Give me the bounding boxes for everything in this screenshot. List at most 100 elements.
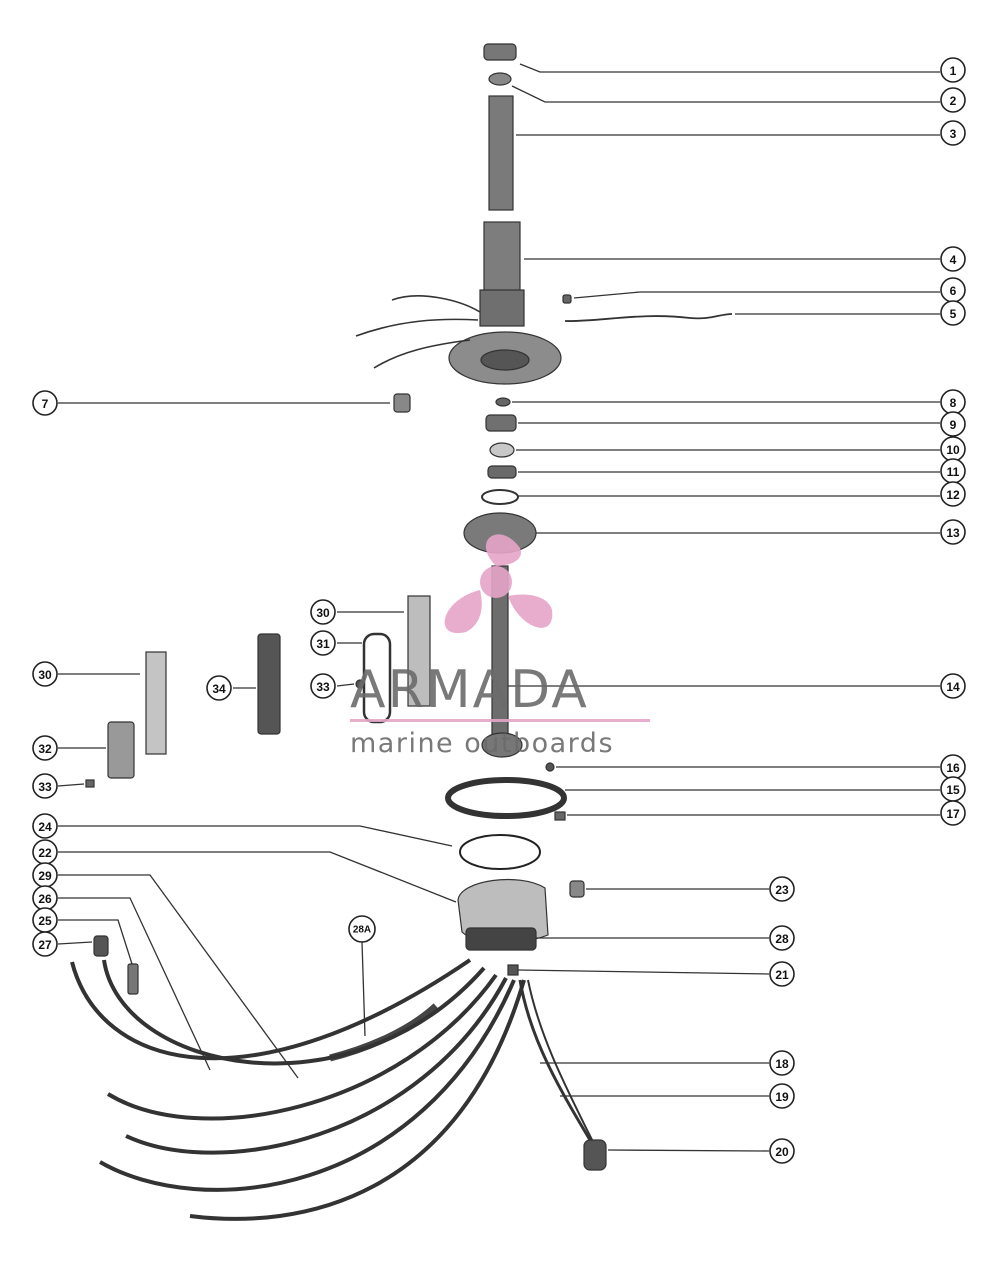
part-28-tower-boots: [465, 927, 537, 951]
part-25-spark-plug: [127, 963, 139, 995]
callout-number: 17: [946, 807, 960, 821]
callout-circle: [769, 876, 795, 902]
part-27-terminal: [93, 935, 109, 957]
part-30-brush-block-upper: [407, 595, 431, 707]
callout-number: 27: [38, 938, 52, 952]
callout-number: 33: [38, 780, 52, 794]
callout-number: 2: [950, 94, 957, 108]
callout-3: 3: [940, 120, 966, 146]
part-4-housing-base-inner: [480, 349, 530, 371]
callout-number: 24: [38, 820, 52, 834]
callout-circle: [310, 630, 336, 656]
callout-number: 10: [946, 443, 960, 457]
callout-33: 33: [310, 673, 336, 699]
callout-25: 25: [32, 907, 58, 933]
leader-line-2: [511, 85, 940, 103]
callout-circle: [310, 599, 336, 625]
callout-number: 30: [316, 606, 330, 620]
callout-number: 30: [38, 668, 52, 682]
part-2-washer: [488, 72, 512, 86]
part-4-housing-collar: [479, 289, 525, 327]
callout-17: 17: [940, 800, 966, 826]
callout-circle: [32, 390, 58, 416]
part-15-clamp-band: [445, 777, 567, 819]
callout-circle: [940, 87, 966, 113]
callout-29: 29: [32, 862, 58, 888]
part-30-brush-block-left: [145, 651, 167, 755]
callout-13: 13: [940, 519, 966, 545]
callout-26: 26: [32, 885, 58, 911]
part-17-nut: [554, 811, 566, 821]
part-8-washer: [495, 397, 511, 407]
callout-circle: [310, 673, 336, 699]
callout-circle: [206, 675, 232, 701]
callout-number: 6: [950, 284, 957, 298]
callout-number: 7: [42, 397, 49, 411]
leader-line-25: [58, 919, 133, 965]
part-33-screw-upper: [355, 679, 365, 689]
callout-28A: 28A: [348, 915, 376, 943]
callout-circle: [769, 961, 795, 987]
callout-circle: [940, 120, 966, 146]
part-12-ring: [481, 489, 519, 505]
callout-number: 13: [946, 526, 960, 540]
parts-illustration: [70, 43, 733, 1221]
callout-34: 34: [206, 675, 232, 701]
callout-number: 31: [316, 637, 330, 651]
callout-circle: [32, 773, 58, 799]
callout-30: 30: [310, 599, 336, 625]
callout-2: 2: [940, 87, 966, 113]
callout-30: 30: [32, 661, 58, 687]
part-29-lead: [102, 959, 486, 1066]
callout-number: 33: [316, 680, 330, 694]
callout-number: 4: [950, 253, 957, 267]
callout-16: 16: [940, 754, 966, 780]
propeller-logo-icon: [444, 534, 553, 634]
part-26-lead: [70, 958, 472, 1061]
callout-4: 4: [940, 246, 966, 272]
leader-line-21: [517, 969, 770, 975]
callout-circle: [769, 1050, 795, 1076]
part-4-housing-tube: [483, 221, 521, 295]
callout-circle: [32, 813, 58, 839]
part-6-screw: [562, 294, 572, 304]
part-31-bracket: [362, 632, 392, 724]
part-18-cable: [518, 979, 598, 1151]
callout-14: 14: [940, 673, 966, 699]
leader-lines: [57, 63, 940, 1152]
callout-circle: [769, 1138, 795, 1164]
callout-1: 1: [940, 57, 966, 83]
callout-number: 18: [775, 1057, 789, 1071]
leader-line-22: [58, 851, 457, 903]
callout-number: 25: [38, 914, 52, 928]
callout-28: 28: [769, 925, 795, 951]
callout-32: 32: [32, 735, 58, 761]
callout-number: 22: [38, 846, 52, 860]
callout-number: 11: [947, 465, 960, 479]
callout-18: 18: [769, 1050, 795, 1076]
watermark-underline: [350, 719, 650, 722]
part-lead-5: [98, 979, 516, 1192]
callout-21: 21: [769, 961, 795, 987]
callout-circle: [940, 481, 966, 507]
callout-number: 29: [38, 869, 52, 883]
leader-line-6: [573, 291, 940, 299]
callout-number: 23: [775, 883, 789, 897]
part-5-lead-wire: [564, 313, 733, 322]
leader-line-33: [336, 683, 355, 687]
leader-line-29: [58, 874, 299, 1079]
callout-19: 19: [769, 1083, 795, 1109]
part-32-clip: [107, 721, 135, 779]
callout-number: 32: [38, 742, 52, 756]
part-19-cable: [527, 979, 601, 1157]
callout-number: 3: [950, 127, 957, 141]
part-7-fitting: [393, 393, 411, 413]
watermark-tagline: marine outboards: [350, 728, 615, 759]
callout-circle: [940, 411, 966, 437]
part-16-screw: [545, 762, 555, 772]
callout-number: 8: [950, 396, 957, 410]
callout-number: 28A: [353, 925, 371, 936]
part-23-fitting: [569, 880, 585, 898]
part-24-o-ring: [459, 834, 541, 870]
